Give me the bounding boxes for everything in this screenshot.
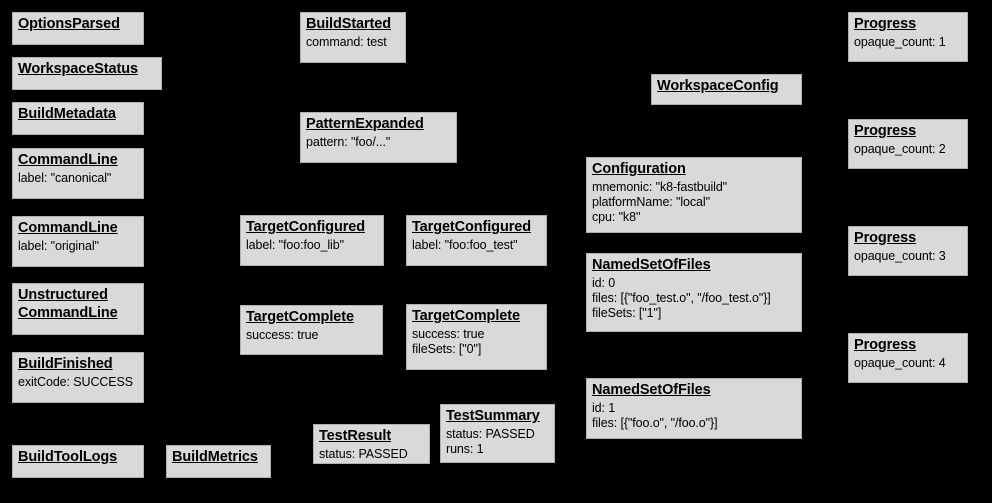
node-title: BuildMetadata <box>18 106 116 122</box>
node-fields: opaque_count: 4 <box>854 356 962 371</box>
node-build-metrics[interactable]: BuildMetrics <box>166 445 271 478</box>
node-target-complete-lib[interactable]: TargetComplete success: true <box>240 305 383 355</box>
node-field: opaque_count: 4 <box>854 355 946 370</box>
node-build-finished[interactable]: BuildFinished exitCode: SUCCESS <box>12 352 144 403</box>
node-command-line-canonical[interactable]: CommandLine label: "canonical" <box>12 148 144 199</box>
node-title: Progress <box>854 337 917 353</box>
node-title: TestSummary <box>446 408 540 424</box>
node-field: label: "original" <box>18 238 99 253</box>
node-title: WorkspaceStatus <box>18 61 138 77</box>
node-title: BuildMetrics <box>172 449 258 465</box>
node-field: pattern: "foo/..." <box>306 134 391 149</box>
node-fields: label: "foo:foo_lib" <box>246 238 378 253</box>
node-title: BuildFinished <box>18 356 113 372</box>
node-title: WorkspaceConfig <box>657 78 779 94</box>
node-title: Unstructured CommandLine <box>18 287 118 321</box>
node-title: PatternExpanded <box>306 116 424 132</box>
node-field: status: PASSED <box>446 426 535 441</box>
node-fields: opaque_count: 1 <box>854 35 962 50</box>
node-field: id: 1 <box>592 400 616 415</box>
node-title: NamedSetOfFiles <box>592 257 711 273</box>
node-field: label: "canonical" <box>18 170 112 185</box>
node-field: mnemonic: "k8-fastbuild" <box>592 179 728 194</box>
node-field: opaque_count: 1 <box>854 34 946 49</box>
node-title: TargetComplete <box>246 309 354 325</box>
node-pattern-expanded[interactable]: PatternExpanded pattern: "foo/..." <box>300 112 457 163</box>
node-title: OptionsParsed <box>18 16 120 32</box>
node-progress-2[interactable]: Progress opaque_count: 2 <box>848 119 968 169</box>
node-progress-1[interactable]: Progress opaque_count: 1 <box>848 12 968 62</box>
node-title: TargetConfigured <box>246 219 365 235</box>
node-fields: pattern: "foo/..." <box>306 135 451 150</box>
node-title: NamedSetOfFiles <box>592 382 711 398</box>
node-field: id: 0 <box>592 275 616 290</box>
node-fields: exitCode: SUCCESS <box>18 375 138 390</box>
node-title: TestResult <box>319 428 392 444</box>
node-build-tool-logs[interactable]: BuildToolLogs <box>12 445 144 478</box>
node-field: label: "foo:foo_lib" <box>246 237 344 252</box>
node-field: files: [{"foo_test.o", "/foo_test.o"}] <box>592 290 771 305</box>
node-field: label: "foo:foo_test" <box>412 237 518 252</box>
node-target-configured-foo-test[interactable]: TargetConfigured label: "foo:foo_test" <box>406 215 547 266</box>
node-fields: command: test <box>306 35 400 50</box>
node-configuration[interactable]: Configuration mnemonic: "k8-fastbuild"pla… <box>586 157 802 233</box>
node-title: Progress <box>854 123 917 139</box>
node-fields: opaque_count: 2 <box>854 142 962 157</box>
node-field: opaque_count: 3 <box>854 248 946 263</box>
node-field: status: PASSED <box>319 446 408 461</box>
node-build-metadata[interactable]: BuildMetadata <box>12 102 144 135</box>
node-fields: status: PASSED <box>319 447 424 462</box>
node-field: platformName: "local" <box>592 194 710 209</box>
node-field: success: true <box>246 327 319 342</box>
node-progress-3[interactable]: Progress opaque_count: 3 <box>848 226 968 276</box>
node-title: BuildStarted <box>306 16 392 32</box>
node-fields: label: "canonical" <box>18 171 138 186</box>
node-target-configured-foo-lib[interactable]: TargetConfigured label: "foo:foo_lib" <box>240 215 384 266</box>
node-field: runs: 1 <box>446 441 484 456</box>
node-build-started[interactable]: BuildStarted command: test <box>300 12 406 63</box>
node-options-parsed[interactable]: OptionsParsed <box>12 12 144 45</box>
node-title: Progress <box>854 230 917 246</box>
node-field: fileSets: ["1"] <box>592 306 662 321</box>
node-field: opaque_count: 2 <box>854 141 946 156</box>
node-command-line-original[interactable]: CommandLine label: "original" <box>12 216 144 267</box>
node-title: TargetComplete <box>412 308 520 324</box>
node-workspace-status[interactable]: WorkspaceStatus <box>12 57 162 90</box>
node-workspace-config[interactable]: WorkspaceConfig <box>651 74 802 105</box>
node-field: command: test <box>306 34 387 49</box>
node-title: BuildToolLogs <box>18 449 118 465</box>
node-unstructured-command-line[interactable]: Unstructured CommandLine <box>12 283 144 335</box>
node-fields: label: "original" <box>18 239 138 254</box>
node-progress-4[interactable]: Progress opaque_count: 4 <box>848 333 968 383</box>
node-field: success: true <box>412 326 485 341</box>
node-title: CommandLine <box>18 220 118 236</box>
node-title: CommandLine <box>18 152 118 168</box>
node-fields: label: "foo:foo_test" <box>412 238 541 253</box>
node-field: files: [{"foo.o", "/foo.o"}] <box>592 415 718 430</box>
node-test-result[interactable]: TestResult status: PASSED <box>313 424 430 464</box>
node-field: cpu: "k8" <box>592 210 641 225</box>
node-title: Progress <box>854 16 917 32</box>
node-fields: success: true <box>246 328 377 343</box>
node-fields: mnemonic: "k8-fastbuild"platformName: "l… <box>592 180 796 226</box>
node-field: exitCode: SUCCESS <box>18 374 134 389</box>
node-fields: opaque_count: 3 <box>854 249 962 264</box>
node-title: TargetConfigured <box>412 219 531 235</box>
node-title: Configuration <box>592 161 686 177</box>
node-field: fileSets: ["0"] <box>412 341 482 356</box>
